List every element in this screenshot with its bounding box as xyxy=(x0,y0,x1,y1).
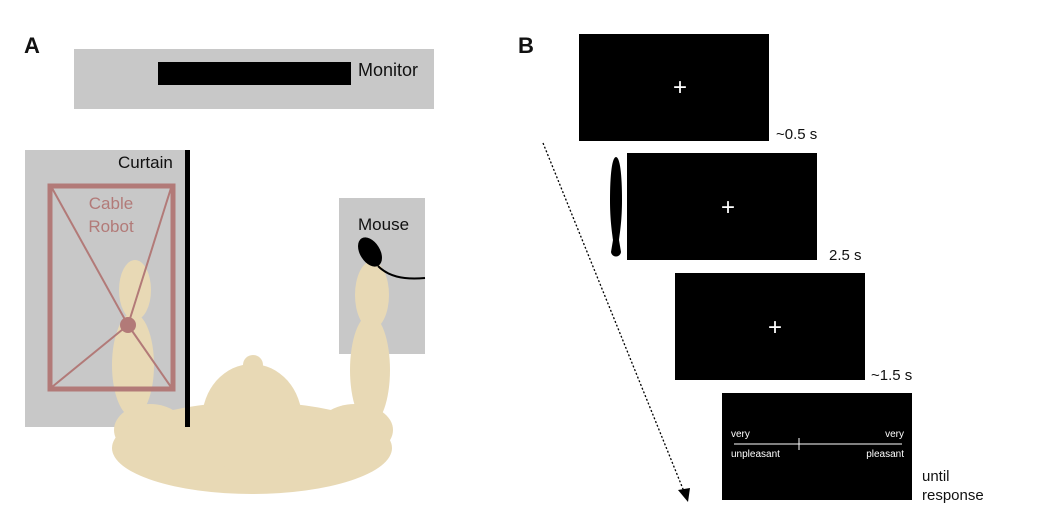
right-forearm xyxy=(350,315,390,425)
right-hand xyxy=(355,261,389,329)
robot-cable xyxy=(51,324,129,388)
cable-robot xyxy=(47,183,176,392)
screen-3-duration: ~1.5 s xyxy=(871,367,912,384)
panel-a-label: A xyxy=(24,33,40,58)
fixation-cross-3: + xyxy=(768,314,782,341)
robot-frame xyxy=(47,183,176,392)
rating-screen xyxy=(722,393,912,500)
rating-left-bottom: unpleasant xyxy=(731,449,780,460)
robot-cable xyxy=(127,187,172,326)
fixation-screen-3 xyxy=(675,273,865,380)
fixation-screen-2 xyxy=(627,153,817,260)
robot-label-line1: Cable xyxy=(89,194,133,213)
fixation-cross-1: + xyxy=(673,74,687,101)
brush-icon xyxy=(610,157,622,257)
rating-right-top: very xyxy=(885,429,904,440)
mouse-cable xyxy=(377,265,426,280)
participant-body xyxy=(112,260,393,494)
screen-1-duration: ~0.5 s xyxy=(776,126,817,143)
robot-end-effector xyxy=(120,317,136,333)
time-arrow xyxy=(542,142,686,495)
fixation-screen-1 xyxy=(579,34,769,141)
mouse-label: Mouse xyxy=(358,215,409,234)
rating-duration-line2: response xyxy=(922,487,984,504)
rating-left-top: very xyxy=(731,429,750,440)
rating-duration-line1: until xyxy=(922,468,950,485)
time-arrow-head xyxy=(678,488,690,502)
monitor xyxy=(158,62,351,85)
monitor-label: Monitor xyxy=(358,60,418,80)
head xyxy=(202,364,302,476)
screen-2-duration: 2.5 s xyxy=(829,247,862,264)
curtain-label: Curtain xyxy=(118,153,173,172)
panel-b-label: B xyxy=(518,33,534,58)
robot-label-line2: Robot xyxy=(88,217,134,236)
robot-cable xyxy=(51,187,129,326)
rating-right-bottom: pleasant xyxy=(866,449,904,460)
robot-cable xyxy=(127,324,172,388)
curtain xyxy=(185,150,190,427)
fixation-cross-2: + xyxy=(721,194,735,221)
mouse-icon xyxy=(358,237,382,267)
